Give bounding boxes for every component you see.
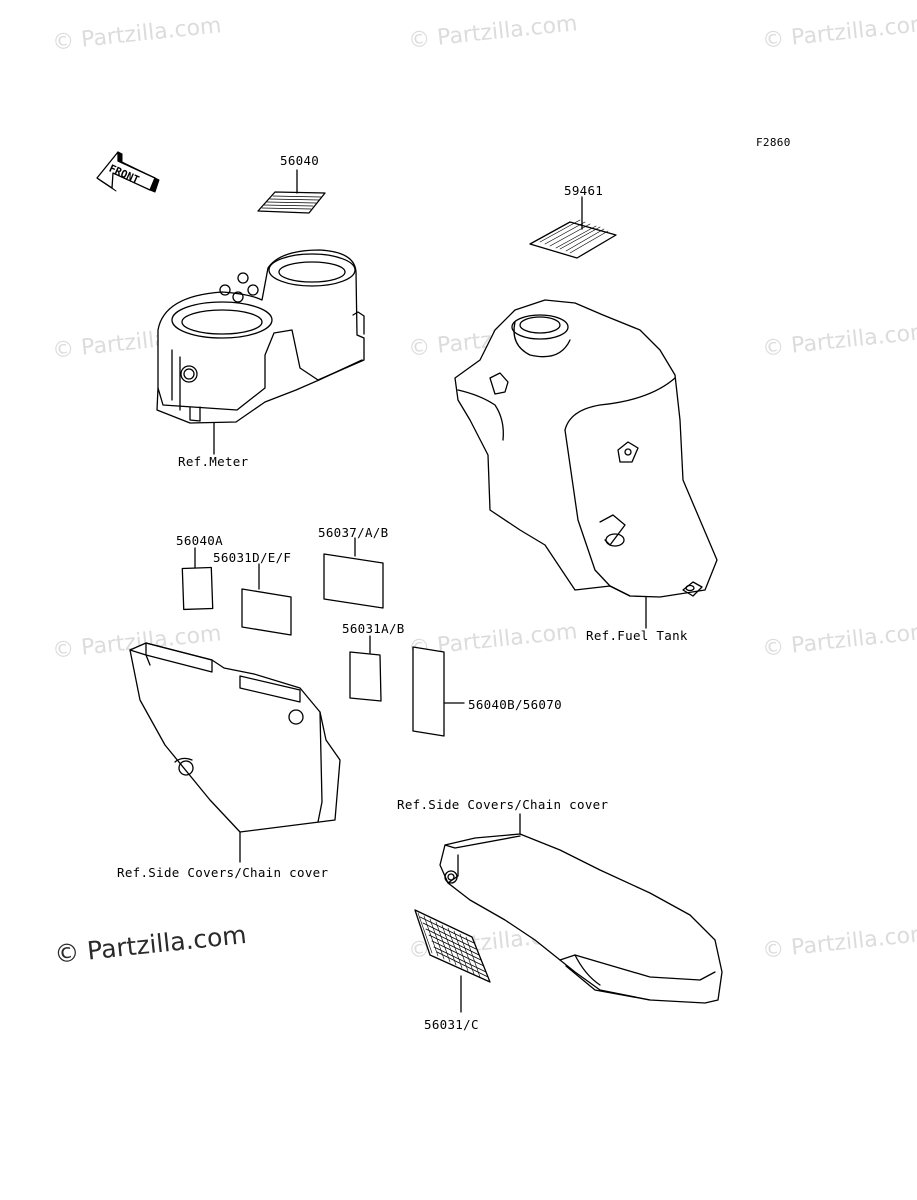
decal-56031DEF: [241, 588, 292, 636]
decal-56040B: [412, 646, 445, 737]
ref-meter-label: Ref.Meter: [178, 454, 249, 469]
chain-cover: [439, 833, 723, 1004]
meter-assembly: [156, 249, 365, 424]
decal-56040A: [181, 566, 214, 611]
callout-56031DEF: 56031D/E/F: [213, 550, 292, 565]
decal-56040: [257, 191, 326, 214]
callout-56040A: 56040A: [176, 533, 223, 548]
callout-56040B-56070: 56040B/56070: [468, 697, 562, 712]
decal-59461: [529, 219, 617, 259]
ref-side-covers-right-label: Ref.Side Covers/Chain cover: [397, 797, 609, 812]
ref-side-covers-left-label: Ref.Side Covers/Chain cover: [117, 865, 329, 880]
ref-fuel-tank-label: Ref.Fuel Tank: [586, 628, 688, 643]
callout-59461: 59461: [564, 183, 604, 198]
front-arrow-icon: FRONT: [96, 151, 160, 193]
callout-56031C: 56031/C: [424, 1017, 479, 1032]
callout-56040: 56040: [280, 153, 320, 168]
decal-56031C: [414, 909, 491, 983]
callout-56037AB: 56037/A/B: [318, 525, 389, 540]
left-side-cover: [129, 642, 341, 833]
decal-56031AB: [349, 651, 382, 702]
callout-56031AB: 56031A/B: [342, 621, 405, 636]
fuel-tank: [454, 299, 718, 598]
decal-56037AB: [323, 553, 384, 609]
figure-code: F2860: [756, 136, 791, 149]
